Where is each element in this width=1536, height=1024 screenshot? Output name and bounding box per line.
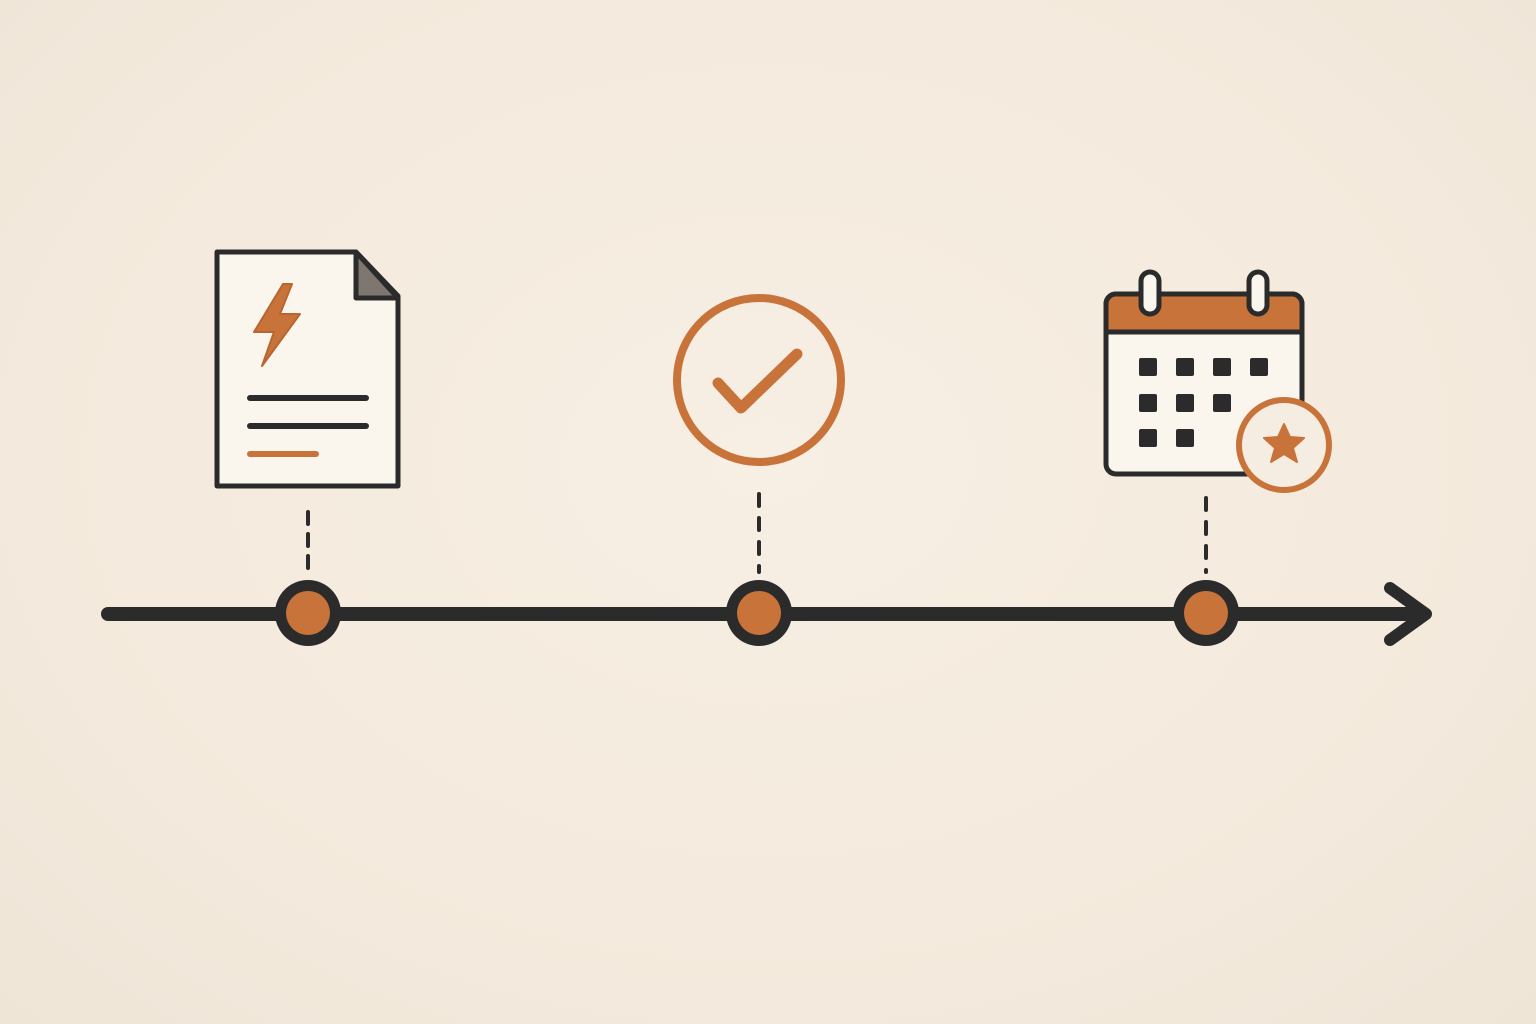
milestone-3 [1103,269,1332,646]
milestone-node-1 [275,580,341,646]
milestone-node-2 [726,580,792,646]
calendar-star-icon [1103,269,1332,493]
document-lightning-icon [214,249,401,489]
milestone-2 [673,294,845,646]
check-circle-icon [673,294,845,466]
milestone-1 [214,249,401,646]
timeline-arrowhead [1384,582,1432,646]
milestone-node-3 [1173,580,1239,646]
